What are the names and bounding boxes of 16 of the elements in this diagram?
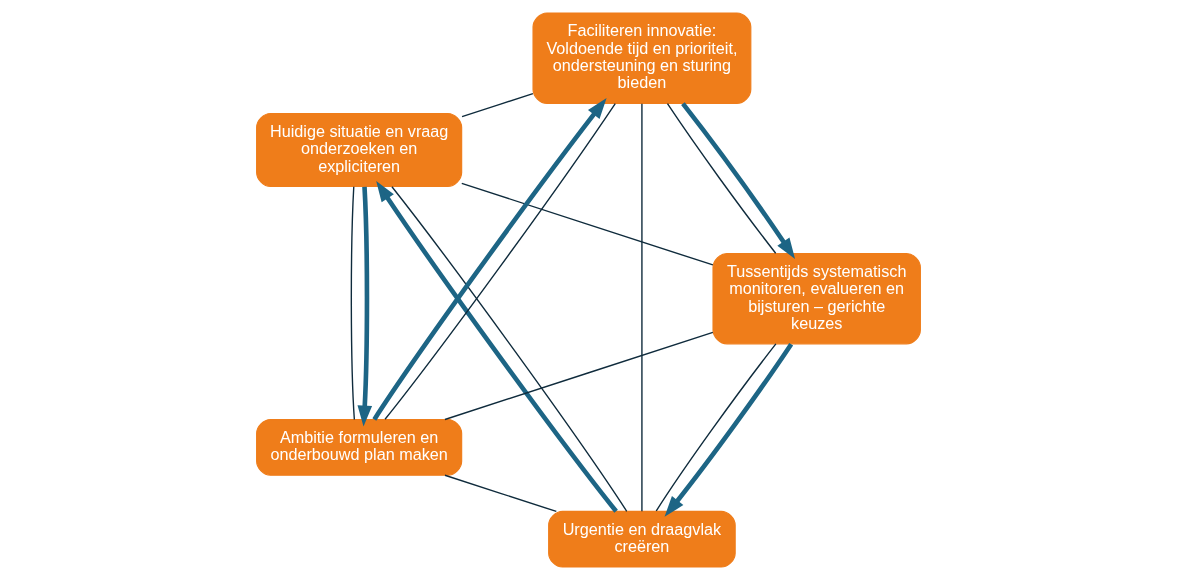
arrow [357,186,373,427]
connector [666,103,777,254]
node-box: Ambitie formuleren en onderbouwd plan maken [256,419,463,476]
arrow [681,102,796,259]
connector [444,474,557,513]
arrow [664,342,794,517]
node-box: Urgentie en draagvlak creëren [548,510,736,568]
node-box: Huidige situatie en vraag onderzoeken en expliciteren [256,112,463,188]
connector [655,343,777,512]
node-box: Tussentijds systematisch monitoren, evalueren en bijsturen – gerichte keuzes [712,252,921,345]
node-box: Faciliteren innovatie: Voldoende tijd en prioriteit, ondersteuning en sturing bieden [532,12,752,104]
connector [461,182,714,266]
connector [444,331,714,421]
connector [641,102,643,512]
connector [350,186,356,421]
connector [461,92,534,118]
